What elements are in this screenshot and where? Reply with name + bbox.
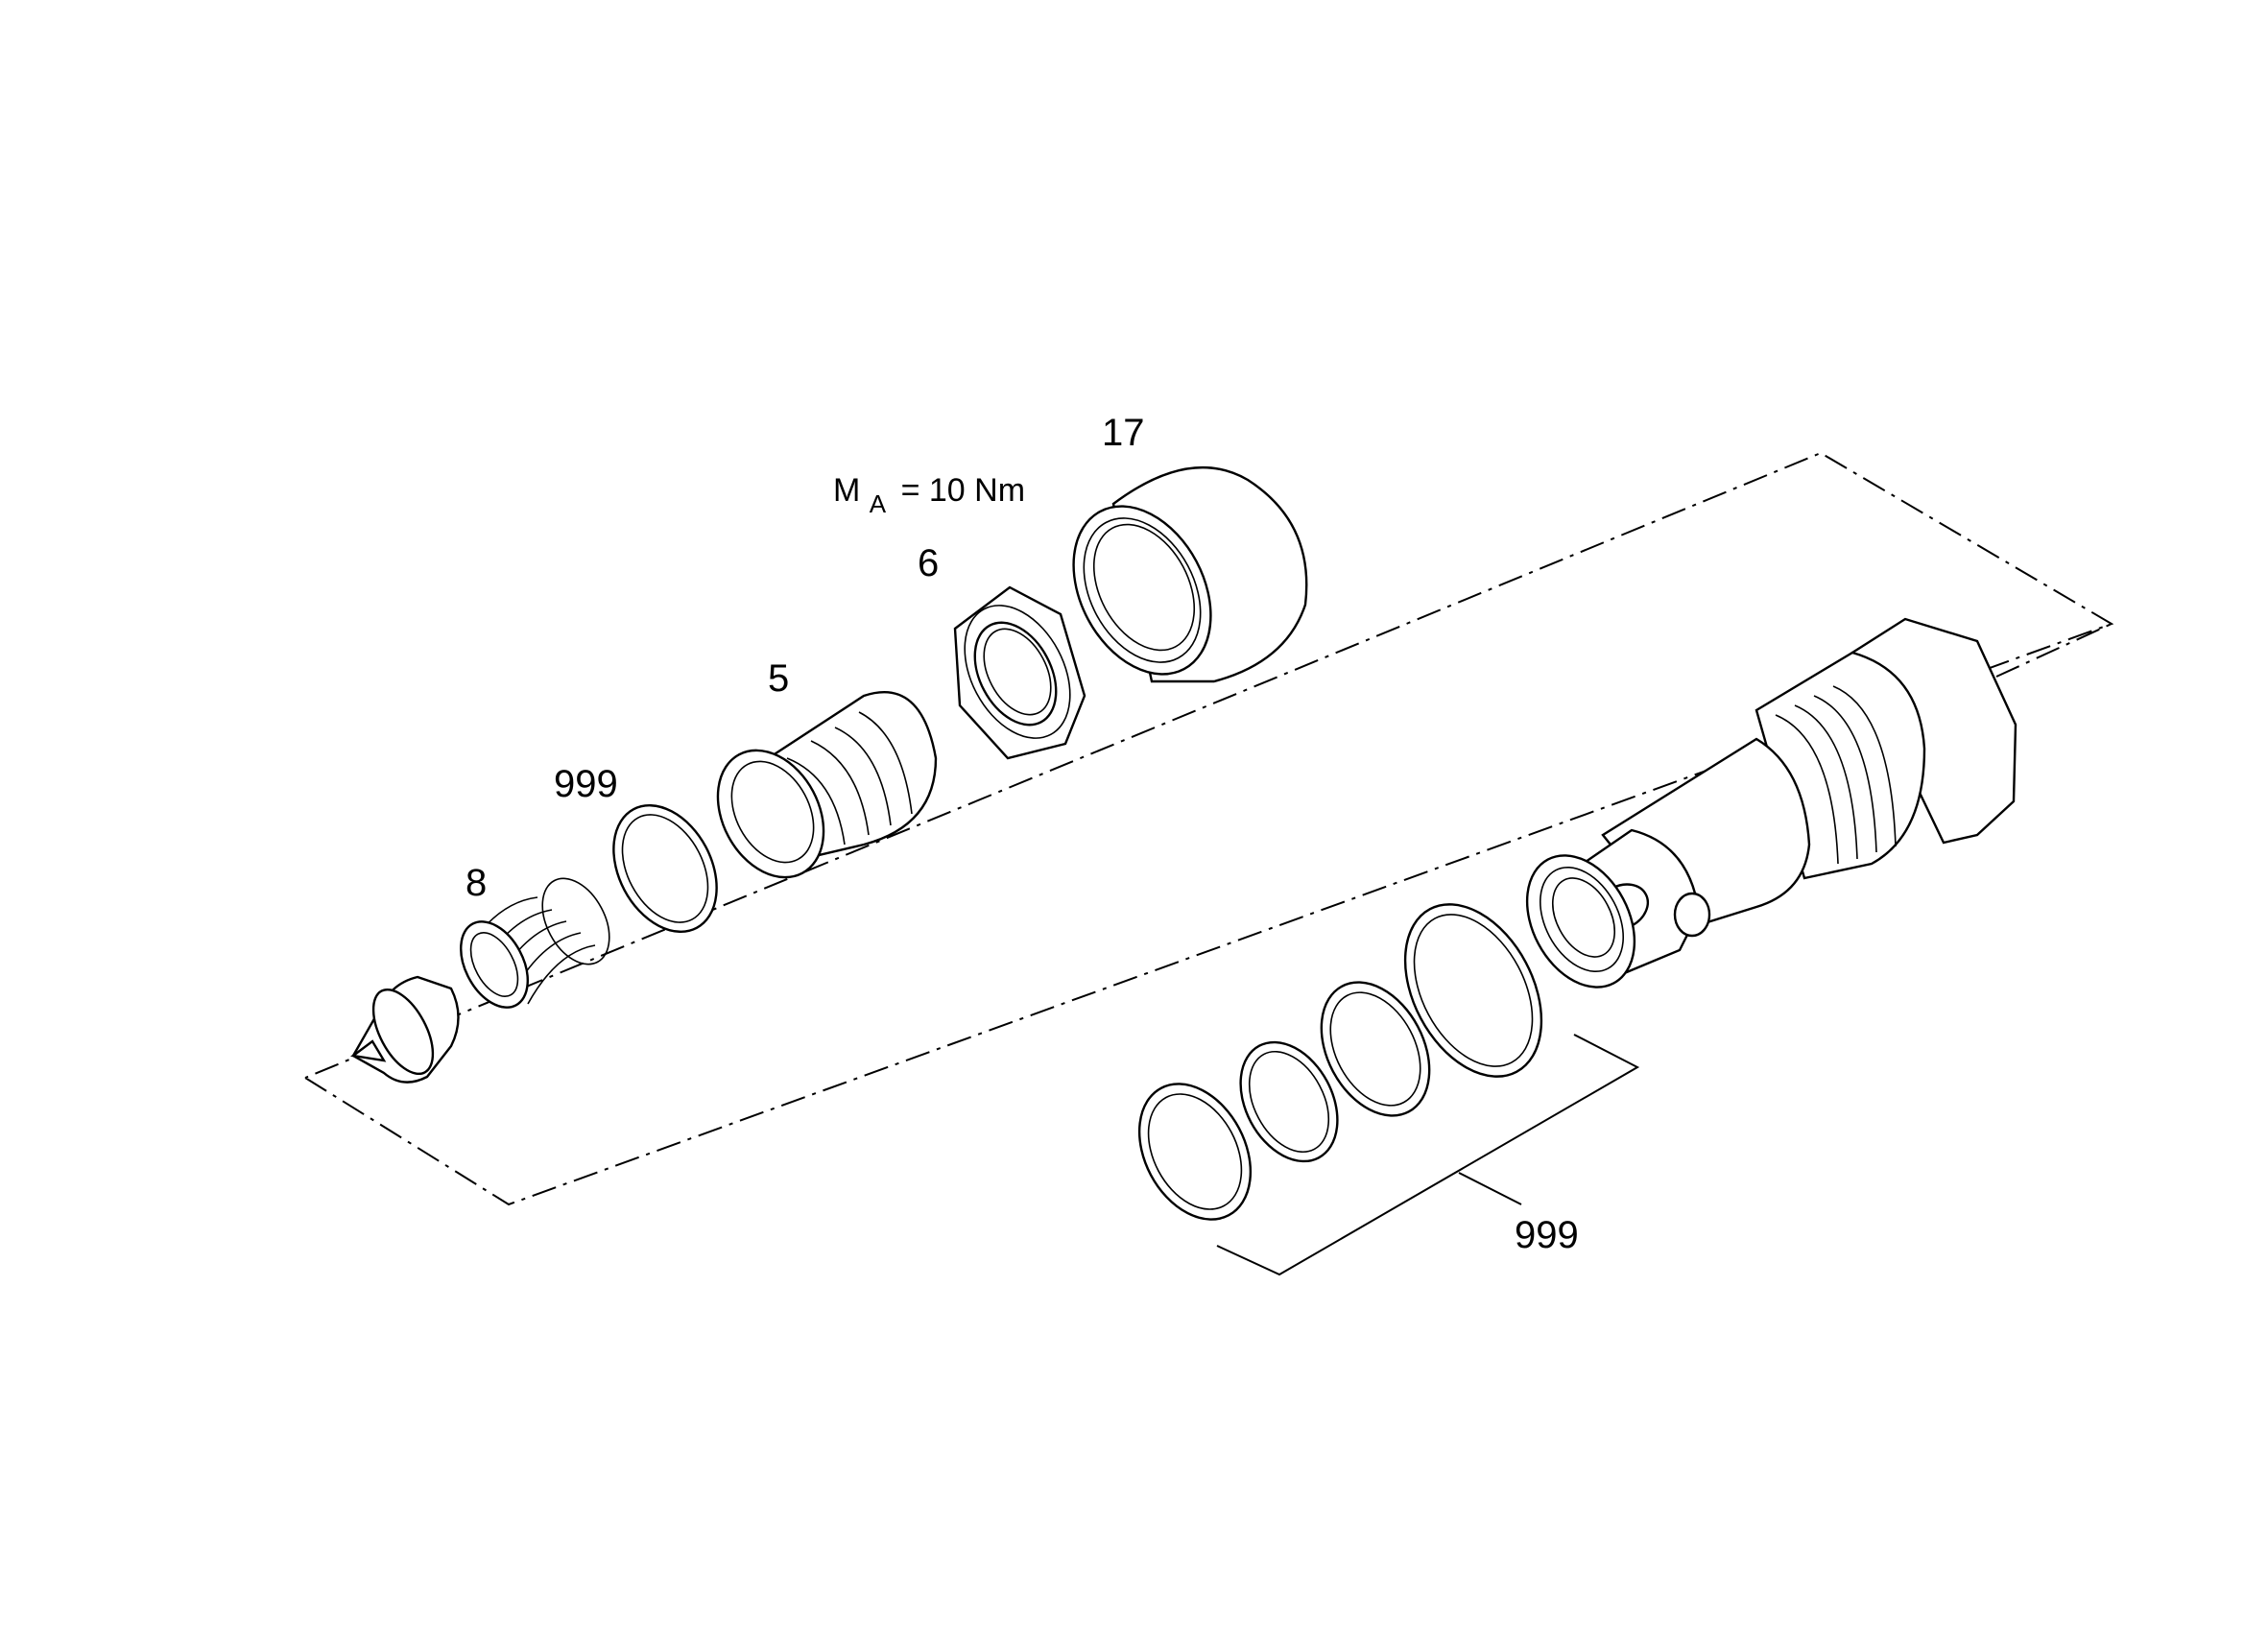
seal-ring-3 bbox=[1320, 981, 1431, 1117]
torque-spec-label: M A = 10 Nm bbox=[833, 472, 1025, 520]
label-part-8: 8 bbox=[466, 862, 487, 904]
seal-ring-4 bbox=[1403, 903, 1543, 1078]
label-part-17: 17 bbox=[1102, 412, 1145, 454]
cap-part-17 bbox=[1072, 465, 1308, 683]
label-part-5: 5 bbox=[768, 657, 789, 700]
seal-ring-1 bbox=[1137, 1083, 1253, 1221]
seal-kit-bracket bbox=[1216, 1034, 1640, 1276]
o-ring-part-999-upper bbox=[612, 804, 718, 933]
assembly-boundary bbox=[304, 451, 2114, 1206]
label-part-999-lower: 999 bbox=[1515, 1214, 1579, 1256]
hex-nut-part-6 bbox=[953, 585, 1086, 760]
spring-part-8 bbox=[460, 877, 610, 1009]
torque-value: = 10 Nm bbox=[901, 472, 1025, 509]
valve-body bbox=[1525, 617, 2017, 989]
torque-symbol: M bbox=[833, 472, 860, 509]
torque-subscript: A bbox=[870, 489, 887, 518]
poppet-cone bbox=[350, 975, 460, 1084]
label-part-6: 6 bbox=[918, 542, 939, 584]
seal-ring-2 bbox=[1239, 1040, 1339, 1163]
threaded-sleeve-part-5 bbox=[716, 691, 938, 879]
label-part-999-upper: 999 bbox=[554, 763, 618, 805]
